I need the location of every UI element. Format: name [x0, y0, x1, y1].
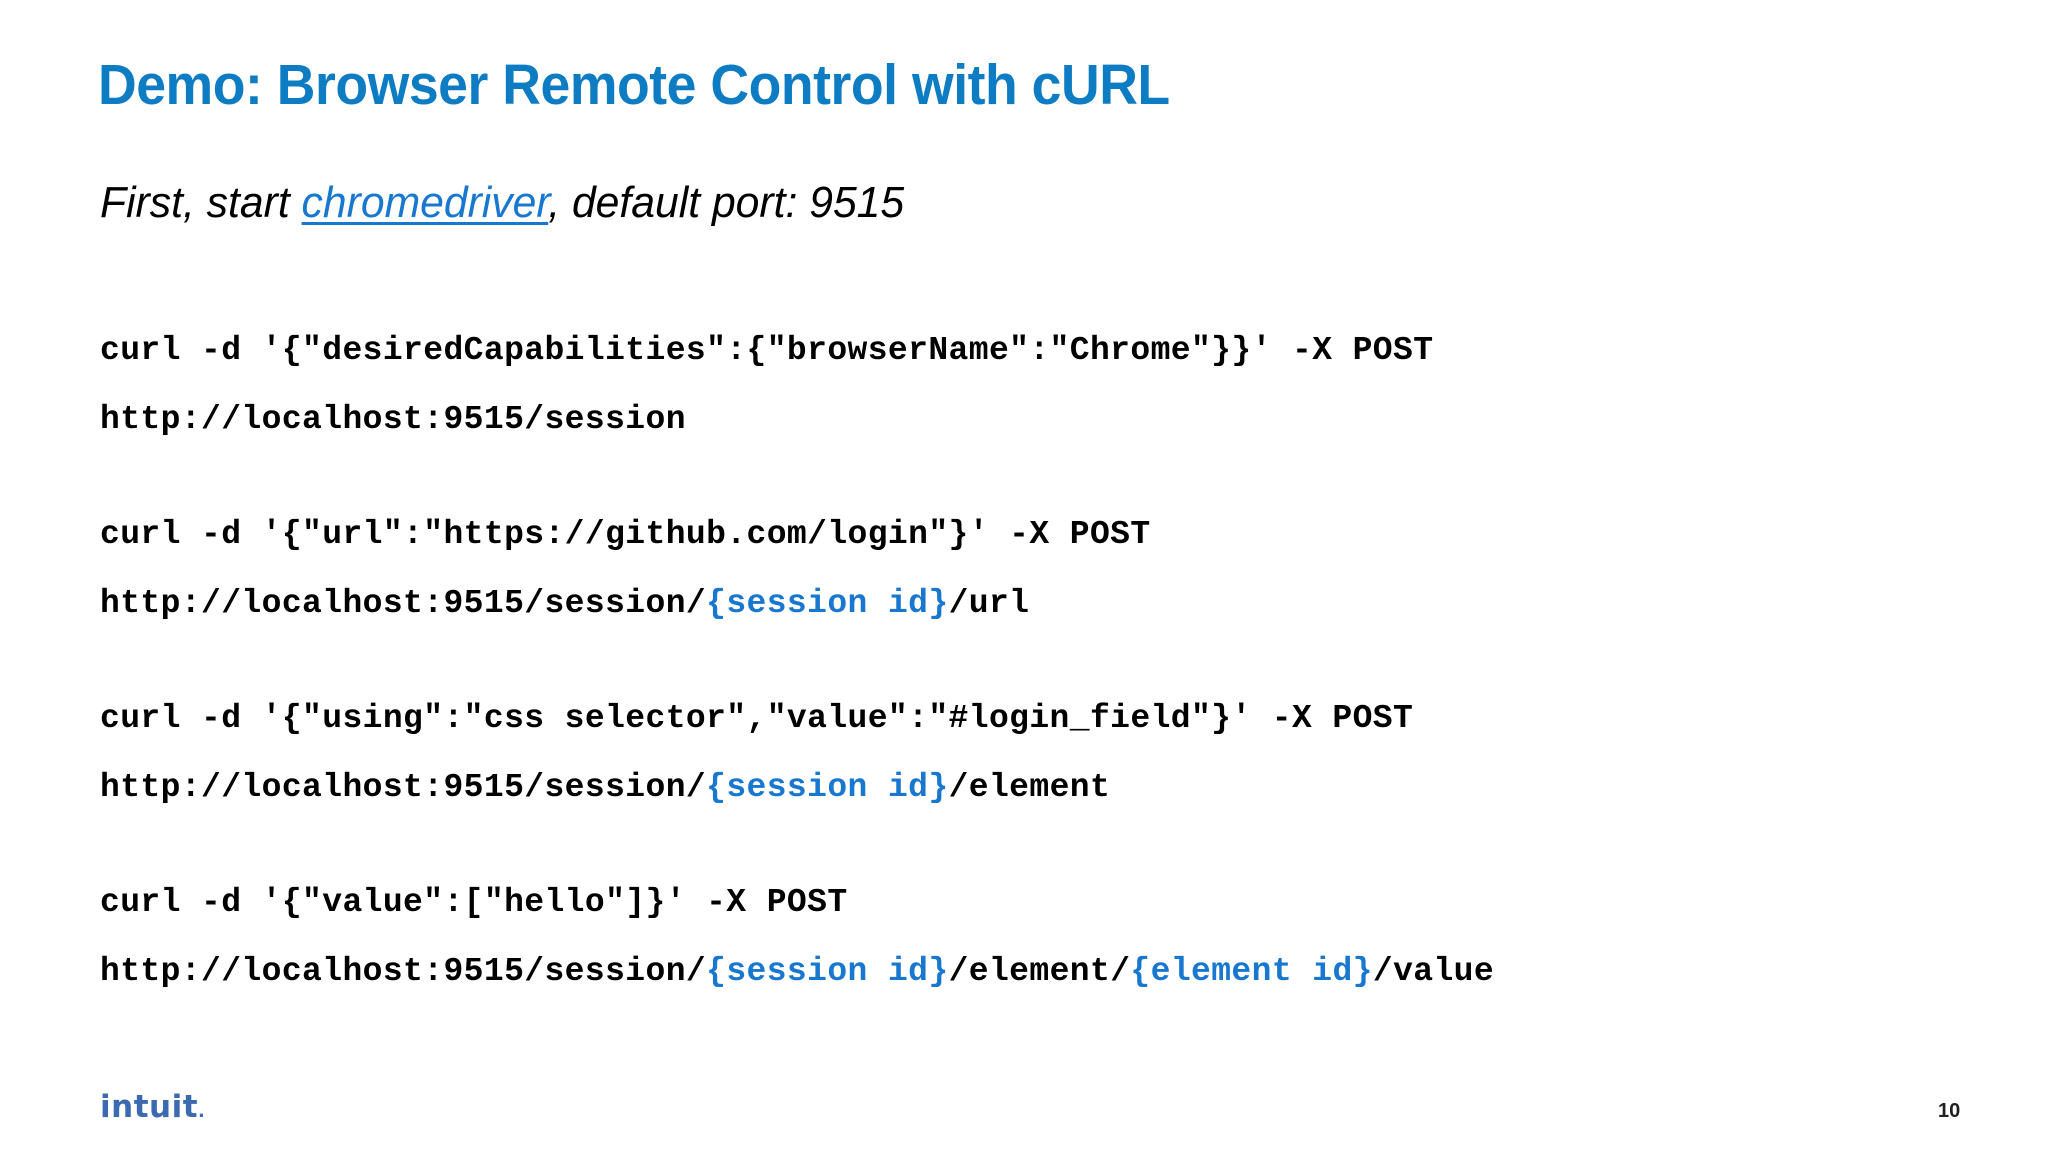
subtitle-text-before: First, start	[100, 178, 302, 227]
code-block-send-keys: curl -d '{"value":["hello"]}' -X POST htt…	[100, 864, 2000, 1002]
intuit-logo: intuit.	[100, 1092, 205, 1123]
subtitle-text-after: , default port: 9515	[548, 178, 905, 227]
code-line: curl -d '{"url":"https://github.com/logi…	[100, 496, 2000, 574]
code-text: http://localhost:9515/session/	[100, 953, 707, 990]
code-block-navigate-url: curl -d '{"url":"https://github.com/logi…	[100, 496, 2000, 634]
code-blocks-container: curl -d '{"desiredCapabilities":{"browse…	[100, 312, 2000, 1002]
code-text: curl -d '{"using":"css selector","value"…	[100, 700, 1414, 737]
code-text: curl -d '{"url":"https://github.com/logi…	[100, 516, 1151, 553]
subtitle-line: First, start chromedriver, default port:…	[100, 178, 904, 228]
code-placeholder-token: {session id}	[706, 585, 949, 622]
code-placeholder-token: {session id}	[706, 953, 949, 990]
code-text: curl -d '{"value":["hello"]}' -X POST	[100, 884, 848, 921]
code-block-find-element: curl -d '{"using":"css selector","value"…	[100, 680, 2000, 818]
code-text: http://localhost:9515/session	[100, 401, 686, 438]
chromedriver-link[interactable]: chromedriver	[301, 178, 549, 227]
code-text: /value	[1372, 953, 1495, 990]
code-line: curl -d '{"value":["hello"]}' -X POST	[100, 864, 2000, 942]
code-placeholder-token: {element id}	[1130, 953, 1373, 990]
code-line: http://localhost:9515/session/{session i…	[100, 758, 2000, 818]
code-line: http://localhost:9515/session/{session i…	[100, 574, 2000, 634]
code-line: curl -d '{"desiredCapabilities":{"browse…	[100, 312, 2000, 390]
code-text: /element	[948, 769, 1111, 806]
page-number: 10	[1938, 1100, 1961, 1122]
code-line: curl -d '{"using":"css selector","value"…	[100, 680, 2000, 758]
intuit-logo-text: intuit	[100, 1089, 199, 1125]
code-text: http://localhost:9515/session/	[100, 585, 707, 622]
code-text: http://localhost:9515/session/	[100, 769, 707, 806]
code-line: http://localhost:9515/session/{session i…	[100, 942, 2000, 1002]
code-block-create-session: curl -d '{"desiredCapabilities":{"browse…	[100, 312, 2000, 450]
code-text: curl -d '{"desiredCapabilities":{"browse…	[100, 332, 1434, 369]
intuit-logo-dot: .	[198, 1101, 206, 1122]
code-placeholder-token: {session id}	[706, 769, 949, 806]
code-text: /element/	[948, 953, 1131, 990]
code-line: http://localhost:9515/session	[100, 390, 2000, 450]
page-title: Demo: Browser Remote Control with cURL	[98, 53, 1170, 117]
code-text: /url	[948, 585, 1030, 622]
